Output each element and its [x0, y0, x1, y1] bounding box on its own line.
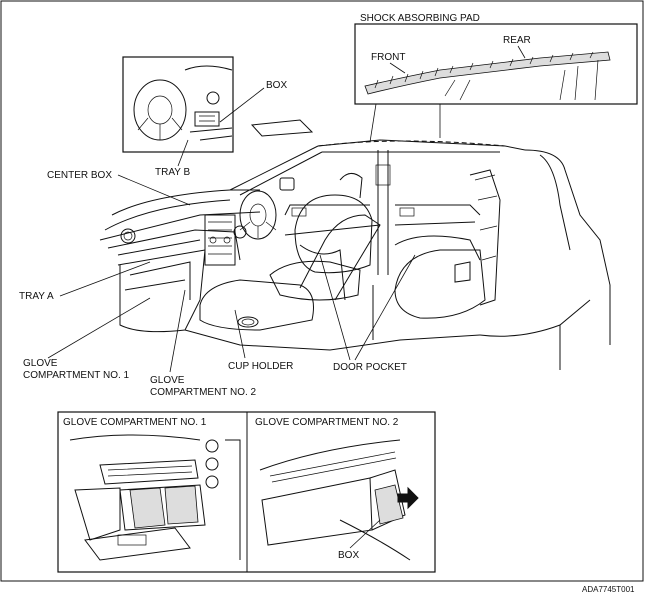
- glove-compartment-2-label-line1: GLOVE: [150, 375, 185, 386]
- glove-compartment-1-label-line2: COMPARTMENT NO. 1: [23, 370, 130, 381]
- shock-absorbing-pad-label: SHOCK ABSORBING PAD: [360, 13, 480, 24]
- figure-code: ADA7745T001: [582, 585, 635, 594]
- center-box-label: CENTER BOX: [47, 170, 112, 181]
- bottom-inset-panel: GLOVE COMPARTMENT NO. 1 GLOVE COMPARTMEN…: [57, 411, 436, 573]
- glove-compartment-2-illustration: BOX: [259, 439, 419, 561]
- shock-absorbing-pad-inset: SHOCK ABSORBING PAD FRONT REAR: [354, 13, 638, 143]
- glove-compartment-2-box-label: BOX: [338, 550, 359, 561]
- glove-compartment-2-title: GLOVE COMPARTMENT NO. 2: [255, 417, 399, 428]
- glove-compartment-1-title: GLOVE COMPARTMENT NO. 1: [63, 417, 207, 428]
- glove-compartment-2-label-line2: COMPARTMENT NO. 2: [150, 387, 257, 398]
- outer-frame: [0, 0, 644, 582]
- tray-a-label: TRAY A: [19, 291, 54, 302]
- glove-compartment-1-label-line1: GLOVE: [23, 358, 58, 369]
- cup-holder-label: CUP HOLDER: [228, 361, 293, 372]
- tray-b-label: TRAY B: [155, 167, 191, 178]
- car-interior-illustration: [99, 139, 611, 370]
- inset-box-label: BOX: [266, 80, 287, 91]
- pad-rear-label: REAR: [503, 35, 531, 46]
- sun-visor: [250, 119, 314, 137]
- pad-front-label: FRONT: [371, 52, 405, 63]
- dashboard-inset: BOX TRAY B: [122, 56, 287, 178]
- door-pocket-label: DOOR POCKET: [333, 362, 407, 373]
- pull-direction-arrow-icon: [397, 486, 419, 510]
- glove-compartment-1-illustration: [69, 434, 241, 561]
